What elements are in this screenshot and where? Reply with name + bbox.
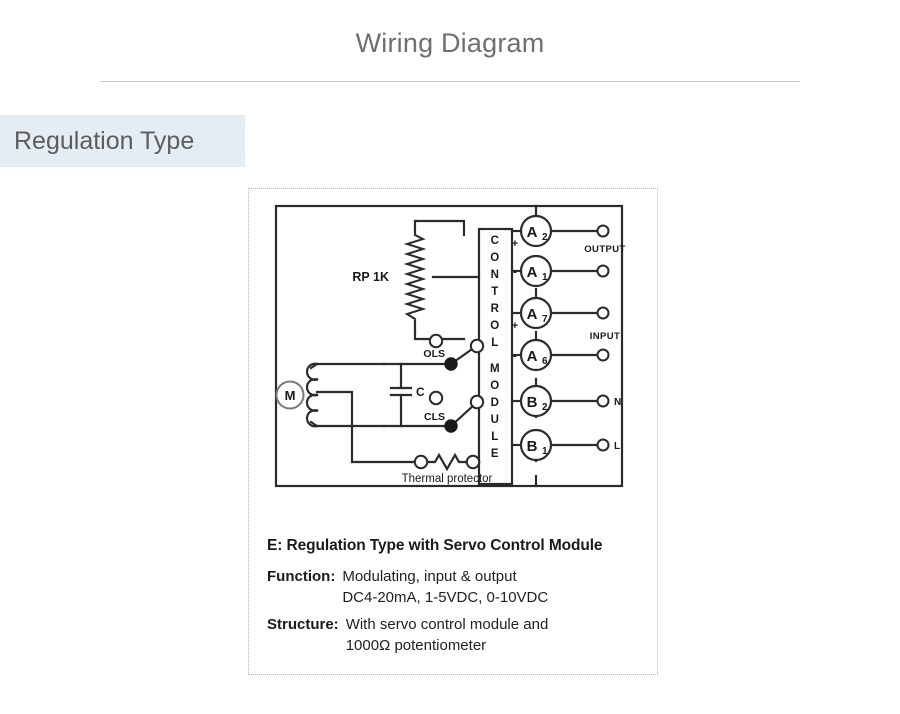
terminal-dot-line (596, 438, 610, 452)
spec-value-structure-line-2: 1000Ω potentiometer (345, 637, 487, 654)
polarity-a2: + (512, 238, 518, 250)
section-banner-label: Regulation Type (14, 127, 195, 155)
terminal-label-b2: B (527, 394, 538, 411)
capacitor-label: C (416, 385, 425, 399)
terminal-label-a6: A (527, 348, 538, 365)
coil-loop-3 (305, 393, 319, 412)
cm-letter-8: O (490, 380, 499, 392)
cm-letter-4: R (491, 303, 500, 315)
terminal-sub-a6: 6 (542, 356, 548, 367)
pot-top-lead (413, 219, 466, 237)
title-divider (100, 81, 800, 82)
terminal-sub-a7: 7 (542, 314, 548, 325)
terminal-dot-output-plus (596, 224, 610, 238)
cm-letter-1: O (490, 252, 499, 264)
spec-value-structure: With servo control module and 1000Ω pote… (346, 614, 549, 656)
terminal-circle-a1 (519, 254, 553, 288)
thermal-protector-label: Thermal protector (402, 473, 493, 485)
ols-open-contact-above (428, 333, 444, 349)
terminal-sub-b2: 2 (542, 402, 548, 413)
schematic-text-labels: C O N T R O L M O D U L E A 2 A 1 A 7 (285, 224, 626, 485)
terminal-circles (519, 214, 553, 462)
control-module-box (477, 227, 514, 486)
terminal-sub-b1: 1 (542, 446, 548, 457)
wiring-schematic-svg: C O N T R O L M O D U L E A 2 A 1 A 7 (274, 204, 626, 488)
cm-letter-0: C (491, 235, 500, 247)
spec-value-function: Modulating, input & output DC4-20mA, 1-5… (342, 566, 548, 608)
coil-loop-2 (305, 378, 319, 397)
terminal-dot-neutral (596, 394, 610, 408)
terminal-dot-output-minus (596, 264, 610, 278)
terminal-sub-a1: 1 (542, 272, 548, 283)
terminal-label-a7: A (527, 306, 538, 323)
output-group-label: OUTPUT (584, 244, 625, 255)
line-terminal-label: L (614, 441, 620, 452)
spec-label-function: Function: (267, 568, 336, 585)
coil-tap-wire (315, 390, 414, 464)
cls-open-contact-above (428, 390, 444, 406)
cm-letter-6: L (491, 337, 499, 349)
switch-nodes (413, 333, 485, 470)
polarity-a7: + (512, 320, 518, 332)
cm-letter-5: O (490, 320, 499, 332)
polarity-a1: - (513, 266, 517, 278)
terminal-label-a1: A (527, 264, 538, 281)
page-title: Wiring Diagram (355, 28, 545, 58)
terminal-circle-a6 (519, 338, 553, 372)
cls-label: CLS (424, 411, 445, 423)
coil-loop-4 (305, 409, 319, 428)
cm-letter-12: E (491, 448, 499, 460)
external-terminal-dots (596, 224, 610, 452)
diagram-caption-block: E: Regulation Type with Servo Control Mo… (267, 537, 653, 662)
terminal-circle-a7 (519, 296, 553, 330)
terminal-dot-input-plus (596, 306, 610, 320)
spec-value-function-line-2: DC4-20mA, 1-5VDC, 0-10VDC (342, 589, 549, 606)
cm-letter-7: M (490, 363, 500, 375)
ols-label: OLS (423, 348, 445, 360)
terminal-label-b1: B (527, 438, 538, 455)
terminal-circle-b2 (519, 384, 553, 418)
cm-letter-10: U (491, 414, 500, 426)
potentiometer-label: RP 1K (352, 270, 389, 284)
neutral-terminal-label: N (614, 397, 621, 408)
polarity-a6: - (513, 350, 517, 362)
schematic-figure: C O N T R O L M O D U L E A 2 A 1 A 7 (249, 189, 659, 509)
terminal-dot-input-minus (596, 348, 610, 362)
spec-label-structure: Structure: (267, 616, 339, 633)
cm-letter-9: D (491, 397, 500, 409)
spec-value-structure-line-1: With servo control module and (345, 616, 549, 633)
tp-right-contact (465, 454, 481, 470)
diagram-caption-heading: E: Regulation Type with Servo Control Mo… (267, 537, 603, 554)
terminal-sub-a2: 2 (542, 232, 548, 243)
motor-label: M (285, 388, 296, 403)
cls-contact-circle (469, 394, 485, 410)
cm-letter-2: N (491, 269, 500, 281)
pot-zigzag (403, 233, 427, 321)
input-group-label: INPUT (590, 331, 621, 342)
pot-bottom-lead (413, 330, 466, 341)
motor-symbol-circle (275, 380, 305, 410)
cm-letter-11: L (491, 431, 499, 443)
spec-row-structure: Structure: With servo control module and… (267, 614, 653, 656)
cm-letter-3: T (491, 286, 499, 298)
terminal-circle-b1 (519, 428, 553, 462)
ols-pivot-dot (444, 357, 458, 371)
terminal-label-a2: A (527, 224, 538, 241)
wiring-diagram-card: C O N T R O L M O D U L E A 2 A 1 A 7 (248, 188, 658, 675)
tp-left-contact (413, 454, 429, 470)
ols-contact-circle (469, 338, 485, 354)
spec-value-function-line-1: Modulating, input & output (342, 568, 517, 585)
cls-pivot-dot (444, 419, 458, 433)
schematic-outer-frame (274, 204, 624, 488)
spec-row-function: Function: Modulating, input & output DC4… (267, 566, 653, 608)
tp-zigzag (425, 452, 467, 472)
terminal-circle-a2 (519, 214, 553, 248)
section-banner-regulation-type: Regulation Type (0, 115, 245, 167)
